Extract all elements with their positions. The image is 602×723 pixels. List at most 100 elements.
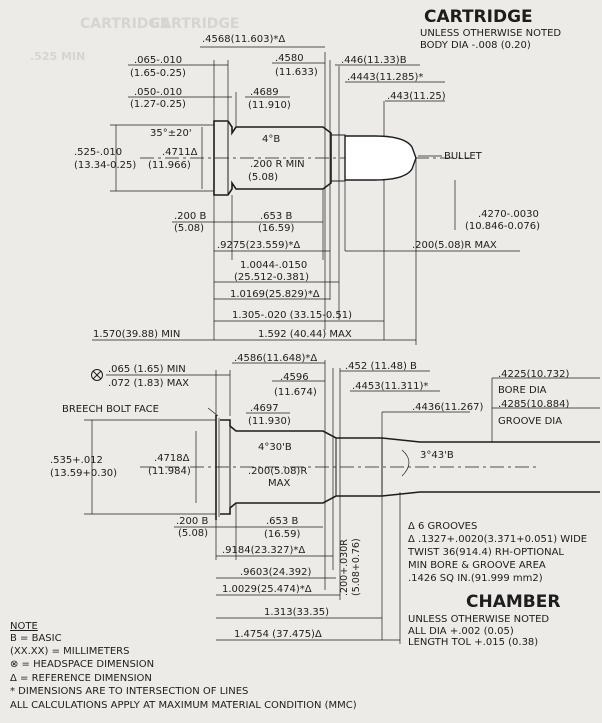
note-line-1: B = BASIC — [10, 633, 62, 644]
dim-9184: .9184(23.327)*Δ — [222, 545, 305, 556]
dim-4596-a: .4596 — [280, 372, 309, 383]
breech-bolt-face-label: BREECH BOLT FACE — [62, 404, 159, 415]
dim-10044-a: 1.0044-.0150 — [240, 260, 307, 271]
dim-535-a: .535+.012 — [50, 455, 103, 466]
dim-angle: 35°±20' — [150, 128, 192, 139]
dim-rim-a: .525-.010 — [74, 147, 122, 158]
dim-050-b: (1.27-0.25) — [130, 99, 186, 110]
dim-b653-a: .653 B — [260, 211, 292, 222]
dim-050-a: .050-.010 — [134, 87, 182, 98]
dim-radius-b: (5.08) — [248, 172, 278, 183]
dim-1305: 1.305-.020 (33.15-0.51) — [232, 310, 352, 321]
dim-b653-b: (16.59) — [258, 223, 295, 234]
dim-452: .452 (11.48) B — [345, 361, 417, 372]
dim-bore-b: BORE DIA — [498, 385, 547, 396]
rifling-line-5: .1426 SQ IN.(91.999 mm2) — [408, 573, 543, 584]
dim-chamber-radius-b: MAX — [268, 478, 290, 489]
rifling-spec: Δ 6 GROOVES Δ .1327+.0020(3.371+0.051) W… — [407, 521, 587, 584]
dim-4718-b: (11.984) — [148, 466, 191, 477]
dim-1592: 1.592 (40.44) MAX — [258, 329, 352, 340]
dim-bore-a: .4225(10.732) — [498, 369, 570, 380]
dim-vert-a: .200+.030R — [339, 539, 350, 596]
dim-4270-b: (10.846-0.076) — [465, 221, 540, 232]
svg-text:.525 MIN: .525 MIN — [30, 50, 85, 63]
chamber-section: .065 (1.65) MIN .072 (1.83) MAX .4586(11… — [50, 353, 600, 648]
dim-4580-a: .4580 — [275, 53, 304, 64]
note-line-6: ALL CALCULATIONS APPLY AT MAXIMUM MATERI… — [10, 700, 357, 711]
dim-1313: 1.313(33.35) — [264, 607, 329, 618]
dim-r-max: .200(5.08)R MAX — [412, 240, 497, 251]
dim-4596-b: (11.674) — [274, 387, 317, 398]
rifling-line-1: Δ 6 GROOVES — [408, 521, 477, 532]
chamber-note-line3: LENGTH TOL +.015 (0.38) — [408, 637, 538, 648]
cartridge-note-line2: BODY DIA -.008 (0.20) — [420, 40, 531, 51]
dim-4689-b: (11.910) — [248, 100, 291, 111]
cartridge-note-line1: UNLESS OTHERWISE NOTED — [420, 28, 561, 39]
notes-heading: NOTE — [10, 621, 38, 632]
dim-446: .446(11.33)B — [341, 55, 407, 66]
bullet-label: BULLET — [444, 151, 483, 162]
dim-radius-a: .200 R MIN — [250, 159, 305, 170]
svg-text:CARTRIDGE: CARTRIDGE — [80, 16, 169, 32]
dim-ch-b653-b: (16.59) — [264, 529, 301, 540]
dim-rim-b: (13.34-0.25) — [74, 160, 136, 171]
dim-9275: .9275(23.559)*Δ — [217, 240, 300, 251]
dim-10169: 1.0169(25.829)*Δ — [230, 289, 320, 300]
cartridge-top-dims: .4568(11.603)*Δ .4580 (11.633) .446(11.3… — [200, 34, 446, 330]
cartridge-length-dims: .200 B (5.08) .653 B (16.59) .4270-.0030… — [92, 158, 540, 345]
cartridge-case-profile — [213, 120, 346, 196]
dim-groove-a: .4285(10.884) — [498, 399, 570, 410]
rifling-line-3: TWIST 36(914.4) RH-OPTIONAL — [407, 547, 564, 558]
chamber-left-dims: .535+.012 (13.59+0.30) .4718Δ (11.984) .… — [50, 419, 307, 515]
dim-065-b: (1.65-0.25) — [130, 68, 186, 79]
dim-vertical-radius: .200+.030R (5.08+0.76) — [339, 538, 362, 596]
dim-leade-angle: 3°43'B — [420, 450, 454, 461]
dim-9603: .9603(24.392) — [240, 567, 312, 578]
chamber-note-line1: UNLESS OTHERWISE NOTED — [408, 614, 549, 625]
dim-4436: .4436(11.267) — [412, 402, 484, 413]
dim-4453: .4453(11.311)* — [352, 381, 428, 392]
cartridge-title: CARTRIDGE — [424, 7, 533, 27]
dim-4718-a: .4718Δ — [154, 453, 190, 464]
dim-shoulder-angle: 4°B — [262, 134, 280, 145]
dim-4689-a: .4689 — [250, 87, 279, 98]
notes-block: NOTE B = BASIC (XX.XX) = MILLIMETERS ⊗ =… — [10, 621, 357, 711]
dim-065-a: .065-.010 — [134, 55, 182, 66]
dim-vert-b: (5.08+0.76) — [351, 538, 362, 596]
dim-10044-b: (25.512-0.381) — [234, 272, 309, 283]
cartridge-rim-dims: .065-.010 (1.65-0.25) .050-.010 (1.27-0.… — [74, 55, 305, 340]
bullet-profile — [344, 135, 417, 181]
dim-chamber-shoulder: 4°30'B — [258, 442, 292, 453]
breech-leader — [207, 407, 219, 417]
dim-ch-b200-b: (5.08) — [178, 528, 208, 539]
dim-10029: 1.0029(25.474)*Δ — [222, 584, 312, 595]
chamber-top-dims: .4586(11.648)*Δ .452 (11.48) B .4596 (11… — [232, 353, 484, 600]
note-line-5: * DIMENSIONS ARE TO INTERSECTION OF LINE… — [10, 686, 248, 697]
dim-b200-a: .200 B — [174, 211, 206, 222]
bore-groove-dims: .4225(10.732) BORE DIA .4285(10.884) GRO… — [491, 369, 600, 442]
dim-14754: 1.4754 (37.475)Δ — [234, 629, 322, 640]
svg-text:CARTRIDGE: CARTRIDGE — [150, 16, 239, 32]
dim-4270-a: .4270-.0030 — [478, 209, 539, 220]
dim-4580-b: (11.633) — [275, 67, 318, 78]
rifling-line-4: MIN BORE & GROOVE AREA — [408, 560, 546, 571]
dim-4711-b: (11.966) — [148, 160, 191, 171]
dim-535-b: (13.59+0.30) — [50, 468, 117, 479]
chamber-title: CHAMBER — [466, 592, 560, 612]
dim-4568: .4568(11.603)*Δ — [202, 34, 285, 45]
dim-ch-b200-a: .200 B — [176, 516, 208, 527]
headspace-icon — [91, 369, 103, 381]
chamber-length-dims: .200 B (5.08) .653 B (16.59) .9184(23.32… — [174, 492, 401, 644]
dim-4443: .4443(11.285)* — [347, 72, 423, 83]
dim-4586: .4586(11.648)*Δ — [234, 353, 317, 364]
dim-hs-min: .065 (1.65) MIN — [108, 364, 186, 375]
dim-ch-b653-a: .653 B — [266, 516, 298, 527]
dim-groove-b: GROOVE DIA — [498, 416, 562, 427]
dim-1570: 1.570(39.88) MIN — [93, 329, 180, 340]
dim-chamber-radius-a: .200(5.08)R — [248, 466, 307, 477]
note-line-3: ⊗ = HEADSPACE DIMENSION — [10, 659, 154, 670]
note-line-2: (XX.XX) = MILLIMETERS — [10, 646, 129, 657]
dim-4697-a: .4697 — [250, 403, 279, 414]
chamber-note-line2: ALL DIA +.002 (0.05) — [408, 626, 514, 637]
rifling-line-2: Δ .1327+.0020(3.371+0.051) WIDE — [408, 534, 587, 545]
